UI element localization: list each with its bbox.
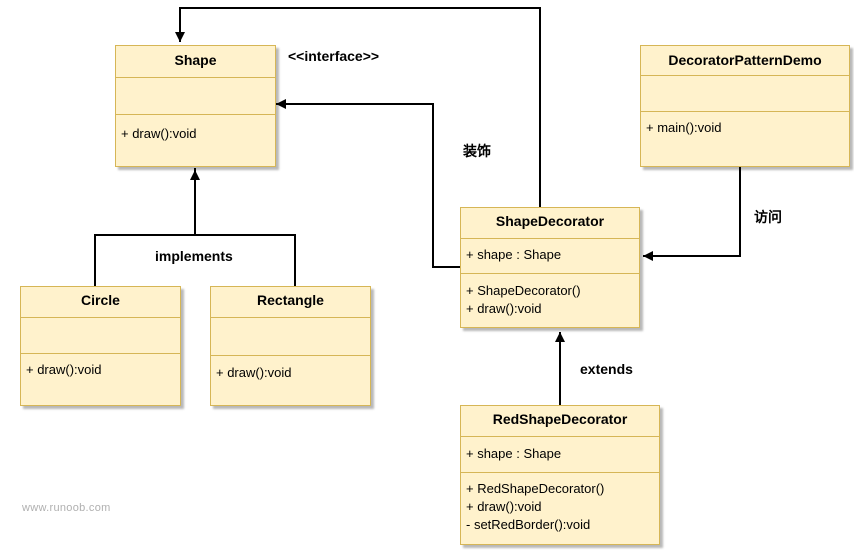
attributes-section: + shape : Shape (461, 239, 639, 274)
attribute: + shape : Shape (466, 446, 562, 461)
methods-section: + draw():void (21, 354, 180, 379)
class-name: DecoratorPatternDemo (641, 46, 849, 76)
shape-decorator-class[interactable]: ShapeDecorator + shape : Shape + ShapeDe… (460, 207, 640, 328)
method: + draw():void (121, 126, 197, 141)
attributes-section (641, 76, 849, 112)
implements-label: implements (155, 248, 233, 264)
shape-class[interactable]: Shape + draw():void (115, 45, 276, 167)
method: + main():void (646, 120, 722, 135)
class-name: Shape (116, 46, 275, 78)
rectangle-class[interactable]: Rectangle + draw():void (210, 286, 371, 406)
watermark: www.runoob.com (22, 502, 111, 514)
methods-section: + draw():void (116, 115, 275, 143)
method: + RedShapeDecorator() (466, 481, 605, 496)
methods-section: + main():void (641, 112, 849, 137)
circle-class[interactable]: Circle + draw():void (20, 286, 181, 406)
decorate-arrow (276, 99, 460, 268)
class-name: Circle (21, 287, 180, 318)
attributes-section: + shape : Shape (461, 437, 659, 473)
methods-section: + ShapeDecorator() + draw():void (461, 274, 639, 318)
method: + draw():void (466, 301, 542, 316)
red-shape-decorator-class[interactable]: RedShapeDecorator + shape : Shape + RedS… (460, 405, 660, 545)
method: + draw():void (216, 365, 292, 380)
attribute: + shape : Shape (466, 247, 562, 262)
decorator-pattern-demo-class[interactable]: DecoratorPatternDemo + main():void (640, 45, 850, 167)
method: + draw():void (26, 362, 102, 377)
decorate-label: 装饰 (463, 143, 491, 159)
visit-arrow (643, 167, 741, 261)
extends-label: extends (580, 361, 633, 377)
interface-stereotype-label: <<interface>> (288, 48, 380, 64)
class-name: Rectangle (211, 287, 370, 318)
class-name: RedShapeDecorator (461, 406, 659, 437)
methods-section: + draw():void (211, 356, 370, 382)
attributes-section (21, 318, 180, 354)
method: + draw():void (466, 499, 542, 514)
class-name: ShapeDecorator (461, 208, 639, 239)
visit-label: 访问 (754, 209, 782, 225)
method: + ShapeDecorator() (466, 283, 581, 298)
methods-section: + RedShapeDecorator() + draw():void - se… (461, 473, 659, 534)
method: - setRedBorder():void (466, 517, 591, 532)
decorator-to-shape-top-arrow (175, 7, 541, 207)
attributes-section (116, 78, 275, 115)
attributes-section (211, 318, 370, 356)
